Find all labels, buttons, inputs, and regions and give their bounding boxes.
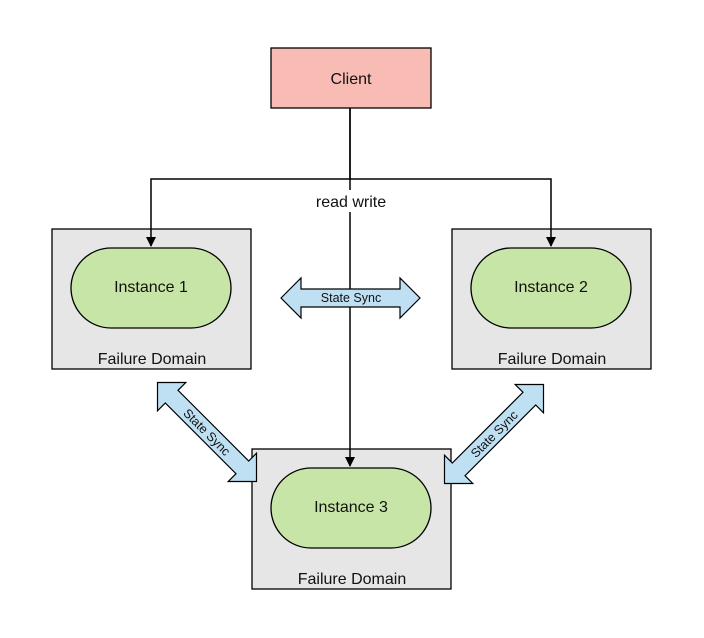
client-box[interactable] bbox=[270, 47, 432, 109]
connector-label-background bbox=[306, 190, 396, 212]
connector-label: read write bbox=[316, 194, 386, 211]
instance-1-pill[interactable] bbox=[70, 247, 232, 329]
instance-1-label: Instance 1 bbox=[114, 279, 188, 296]
instance-3-label: Instance 3 bbox=[314, 499, 388, 516]
state-sync-arrow-2-3: State Sync bbox=[443, 383, 545, 485]
failure-domain-label-1: Failure Domain bbox=[98, 351, 206, 368]
state-sync-arrow-1-2-shape bbox=[280, 276, 421, 320]
client-to-instance-2-line bbox=[350, 178, 556, 247]
client-label: Client bbox=[331, 71, 372, 88]
state-sync-arrow-2-3-shape bbox=[443, 383, 545, 485]
state-sync-label-1-3: State Sync bbox=[180, 406, 233, 459]
failure-domain-label-3: Failure Domain bbox=[298, 571, 406, 588]
instance-2-pill[interactable] bbox=[470, 247, 632, 329]
state-sync-label-1-2: State Sync bbox=[321, 291, 381, 305]
client-to-instance-1-line bbox=[146, 108, 351, 247]
state-sync-arrow-1-3: State Sync bbox=[156, 381, 258, 483]
failure-domain-label-2: Failure Domain bbox=[498, 351, 606, 368]
state-sync-arrow-1-2: State Sync bbox=[280, 276, 421, 320]
instance-3-pill[interactable] bbox=[270, 467, 432, 549]
instance-2-label: Instance 2 bbox=[514, 279, 588, 296]
state-sync-arrow-1-3-shape bbox=[156, 381, 258, 483]
state-sync-label-2-3: State Sync bbox=[468, 408, 521, 461]
